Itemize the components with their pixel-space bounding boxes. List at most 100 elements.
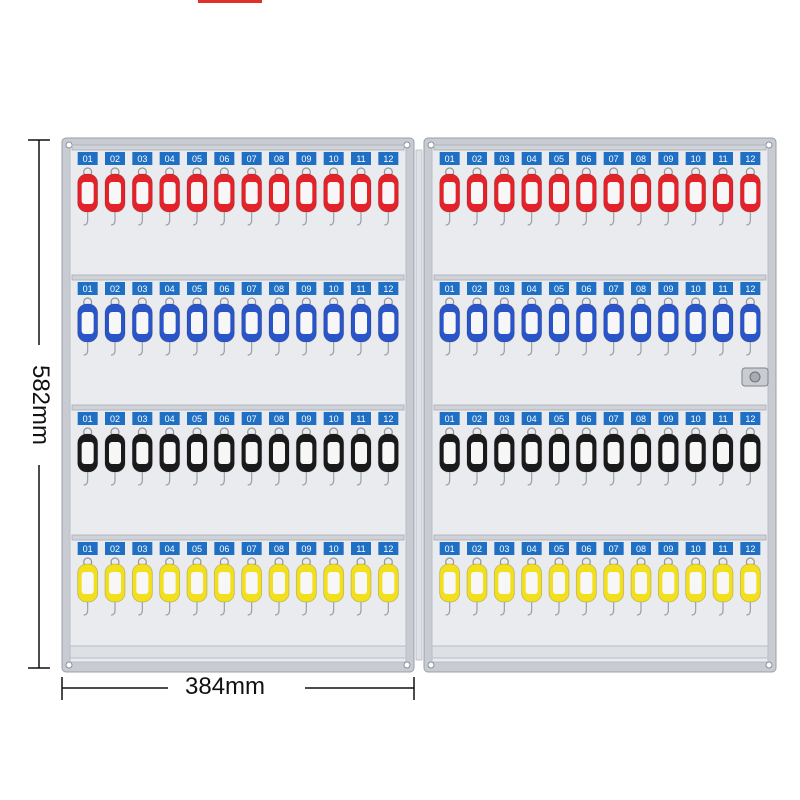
key-tag-window — [163, 442, 176, 464]
hook — [165, 342, 171, 356]
key-tag-window — [553, 182, 565, 204]
hook — [472, 212, 478, 226]
hook — [110, 342, 116, 356]
key-tag-window — [327, 572, 340, 594]
hook-number: 03 — [137, 284, 147, 294]
hook-number-label — [439, 152, 460, 165]
hook-number: 02 — [472, 284, 482, 294]
hook-number: 09 — [301, 544, 311, 554]
hook-number: 02 — [110, 414, 120, 424]
hook-number-label — [658, 542, 679, 555]
hook-number-label — [351, 152, 371, 165]
hook-number: 09 — [301, 414, 311, 424]
hook — [356, 342, 362, 356]
hook-number: 08 — [274, 414, 284, 424]
hook-number-label — [467, 542, 487, 555]
hook-number: 07 — [609, 154, 619, 164]
hook — [83, 342, 89, 356]
hook-number: 11 — [356, 544, 365, 554]
key-tag-window — [635, 572, 647, 594]
hook-number: 02 — [110, 284, 120, 294]
corner-screw — [403, 661, 411, 669]
hook-number-label — [351, 542, 371, 555]
hook — [445, 342, 451, 356]
corner-screw — [65, 661, 73, 669]
door-panel — [69, 145, 407, 663]
hook-number: 10 — [329, 154, 339, 164]
hook-number-label — [439, 282, 460, 295]
hook — [110, 212, 116, 226]
hook-number-label — [658, 412, 679, 425]
hook-number-label — [159, 152, 180, 165]
key-tag-window — [218, 182, 231, 204]
key-tag-window — [553, 312, 565, 334]
hook-number: 04 — [527, 414, 537, 424]
hook-number-label — [132, 542, 153, 555]
key-tag-window — [191, 442, 203, 464]
hook-number: 01 — [83, 544, 93, 554]
key-tag-window — [273, 312, 285, 334]
hook-number: 10 — [691, 414, 701, 424]
hook-number-label — [351, 412, 371, 425]
hook — [274, 472, 280, 486]
hook — [445, 602, 451, 616]
hook-number: 01 — [83, 284, 93, 294]
key-tag-window — [580, 442, 593, 464]
key-tag-window — [327, 312, 340, 334]
hook-number-label — [296, 412, 317, 425]
hook-number: 05 — [192, 544, 202, 554]
hook-number: 10 — [691, 154, 701, 164]
hook-number: 06 — [219, 414, 229, 424]
key-tag-window — [443, 182, 456, 204]
hook — [138, 342, 143, 356]
hook-number-label — [269, 282, 289, 295]
hook-number: 09 — [663, 544, 673, 554]
hook-number-label — [77, 412, 98, 425]
hook-number-label — [187, 542, 207, 555]
hook-number: 07 — [609, 544, 619, 554]
hook — [691, 342, 697, 356]
hook-number-label — [576, 542, 597, 555]
hook-number-label — [549, 412, 569, 425]
hook-number-label — [467, 152, 487, 165]
key-tag-window — [498, 182, 511, 204]
key-tag-window — [109, 572, 121, 594]
hook-number-label — [378, 282, 399, 295]
hook — [384, 472, 389, 486]
hook-number: 12 — [745, 284, 755, 294]
key-tag-window — [245, 182, 258, 204]
hook — [247, 342, 253, 356]
hook-number-label — [631, 152, 651, 165]
key-tag-window — [109, 312, 121, 334]
hook-number: 10 — [329, 284, 339, 294]
key-tag-window — [355, 572, 367, 594]
key-tag-window — [218, 312, 231, 334]
hook-number-label — [740, 152, 761, 165]
key-tag-window — [81, 572, 94, 594]
key-tag-window — [580, 572, 593, 594]
hook-number-label — [269, 542, 289, 555]
key-tag-window — [662, 572, 675, 594]
hook — [554, 472, 560, 486]
hook-number: 09 — [663, 284, 673, 294]
hook-number-label — [132, 412, 153, 425]
key-tag-window — [607, 572, 620, 594]
hook-number-label — [77, 282, 98, 295]
width-dimension — [61, 677, 415, 700]
key-tag-window — [635, 182, 647, 204]
key-tag-window — [163, 312, 176, 334]
hook-number-label — [214, 282, 235, 295]
hook — [274, 342, 280, 356]
hook-number-label — [132, 152, 153, 165]
hook-number-label — [351, 282, 371, 295]
hook-number: 10 — [691, 544, 701, 554]
hook-number-label — [187, 282, 207, 295]
hook-number-label — [269, 152, 289, 165]
hook-number-label — [323, 542, 344, 555]
hook-number: 06 — [219, 154, 229, 164]
key-tag-window — [136, 312, 149, 334]
key-tag-window — [191, 572, 203, 594]
key-tag-window — [662, 442, 675, 464]
hook-number: 07 — [609, 284, 619, 294]
hook-number: 06 — [219, 284, 229, 294]
